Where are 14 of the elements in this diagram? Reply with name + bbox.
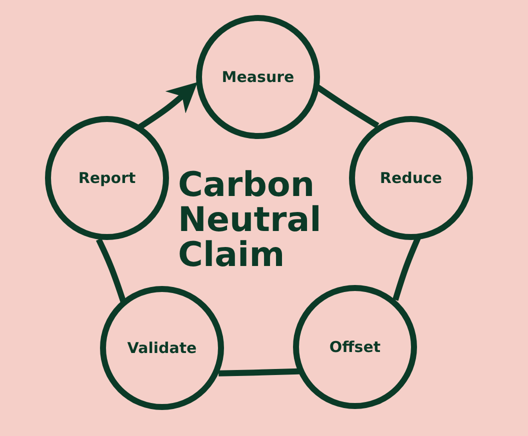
step-label: Report: [78, 169, 136, 187]
step-circle: [349, 116, 473, 240]
step-label: Validate: [127, 339, 197, 357]
step-circle: [45, 116, 169, 240]
step-label: Offset: [329, 338, 381, 356]
step-circle: [100, 286, 224, 410]
center-title: Carbon Neutral Claim: [178, 168, 322, 274]
step-label: Measure: [222, 68, 294, 86]
step-circle: [196, 15, 320, 139]
connector-line: [96, 238, 127, 304]
step-label: Reduce: [380, 169, 442, 187]
arrow: [136, 82, 198, 130]
step-circle: [293, 285, 417, 409]
connector-line: [218, 368, 302, 376]
